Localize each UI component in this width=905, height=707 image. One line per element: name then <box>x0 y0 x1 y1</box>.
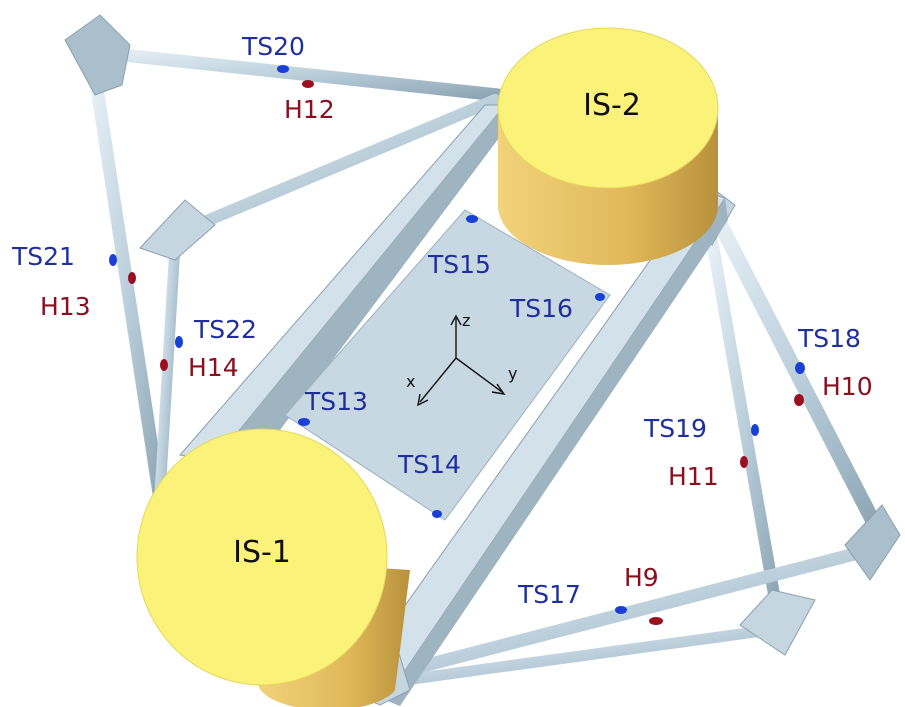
sensor-dot-h10 <box>794 394 804 406</box>
strut-left-inner <box>154 239 181 501</box>
label-h11: H11 <box>668 462 719 491</box>
sensor-dot-h11 <box>740 456 748 468</box>
is2-top <box>497 27 719 189</box>
sensor-labels: TS20 H12 TS21 H13 TS22 H14 TS15 TS16 TS1… <box>11 32 873 609</box>
label-ts18: TS18 <box>797 324 861 353</box>
isolator-is1: IS-1 <box>136 428 410 707</box>
sensor-dot-ts18 <box>795 362 805 374</box>
sensor-dot-ts19 <box>751 424 759 436</box>
label-ts19: TS19 <box>643 414 707 443</box>
sensor-dot-h9 <box>649 617 663 625</box>
label-h12: H12 <box>284 95 335 124</box>
label-ts15: TS15 <box>427 250 491 279</box>
sensor-dot-ts15 <box>466 215 478 223</box>
label-h10: H10 <box>822 372 873 401</box>
label-ts13: TS13 <box>304 387 368 416</box>
strut-bottom-long <box>393 543 877 679</box>
strut-top <box>88 45 505 102</box>
label-h13: H13 <box>40 292 91 321</box>
rail-right-face <box>385 198 728 706</box>
axis-y-label: y <box>508 364 517 383</box>
sensor-dot-ts21 <box>109 254 117 266</box>
sensor-dot-ts17 <box>615 606 627 614</box>
sensor-dot-ts22 <box>175 336 183 348</box>
sensor-dot-ts13 <box>298 418 310 426</box>
coordinate-axes <box>417 314 506 407</box>
strut-right-inner <box>706 234 781 606</box>
sensor-dot-h14 <box>160 359 168 371</box>
strut-left-outer <box>88 68 167 507</box>
label-h9: H9 <box>624 563 659 592</box>
strut-bottom-short <box>399 624 776 686</box>
sensor-dot-ts16 <box>595 293 605 301</box>
axis-z-label: z <box>462 311 470 330</box>
platform <box>179 104 728 706</box>
is1-top <box>136 428 388 686</box>
is2-label: IS-2 <box>583 88 641 123</box>
bracket-mid-left <box>139 199 216 261</box>
label-ts14: TS14 <box>397 450 461 479</box>
left-frame <box>64 14 505 507</box>
sensor-dot-ts20 <box>277 65 289 73</box>
bracket-bottom-right <box>739 589 816 656</box>
label-ts17: TS17 <box>517 580 581 609</box>
label-ts22: TS22 <box>193 315 257 344</box>
sensor-markers <box>109 65 805 625</box>
center-plate <box>284 209 611 521</box>
label-h14: H14 <box>188 353 239 382</box>
sensor-dot-h13 <box>128 272 136 284</box>
label-ts20: TS20 <box>241 32 305 61</box>
bracket-top-left <box>64 14 131 96</box>
sensor-dot-h12 <box>302 80 314 88</box>
label-ts21: TS21 <box>11 242 75 271</box>
bracket-right <box>844 504 901 581</box>
strut-right-outer <box>710 212 883 533</box>
rail-left-side <box>215 105 505 470</box>
is1-label: IS-1 <box>233 535 291 570</box>
sensor-dot-ts14 <box>432 510 442 518</box>
label-ts16: TS16 <box>509 294 573 323</box>
axis-x-label: x <box>406 372 415 391</box>
isolator-is2: IS-2 <box>497 27 719 265</box>
strut-diagonal-upper <box>179 94 501 236</box>
